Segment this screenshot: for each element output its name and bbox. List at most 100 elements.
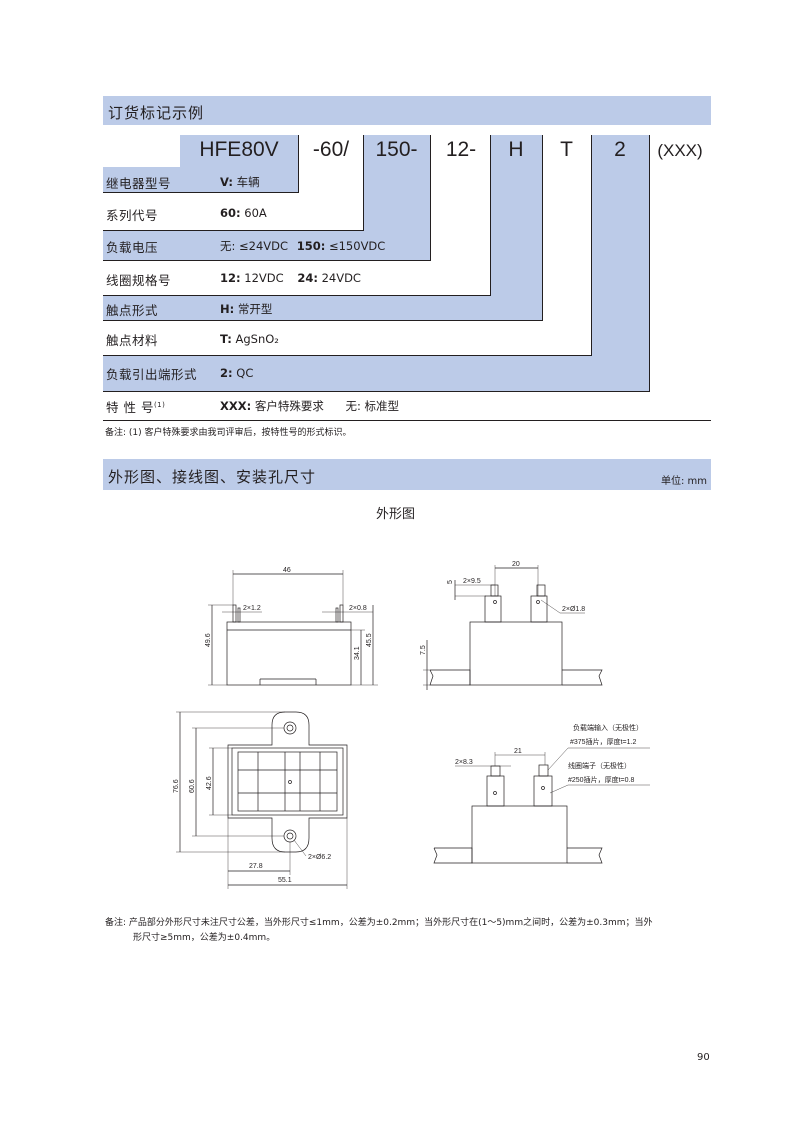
row-label: 继电器型号 bbox=[106, 176, 172, 191]
row-value: 12: 12VDC 24: 24VDC bbox=[220, 271, 361, 285]
dim-label: 60.6 bbox=[189, 779, 196, 793]
row-label: 系列代号 bbox=[106, 208, 159, 223]
code-cell-hfe80v bbox=[180, 135, 298, 167]
dim-label: 27.8 bbox=[249, 863, 263, 870]
row-label: 触点材料 bbox=[106, 333, 159, 348]
section-header-ordering: 订货标记示例 bbox=[103, 96, 711, 125]
value-text: 无: 标准型 bbox=[345, 399, 400, 413]
row-highlight bbox=[103, 355, 649, 391]
dim-label: 21 bbox=[514, 748, 522, 755]
value-key: H: bbox=[220, 302, 235, 316]
divider bbox=[103, 260, 430, 261]
code-segment: 2 bbox=[614, 138, 626, 161]
dim-label: 2×0.8 bbox=[349, 605, 367, 612]
divider bbox=[103, 420, 711, 421]
footnote: 备注: (1) 客户特殊要求由我司评审后，按特性号的形式标识。 bbox=[105, 428, 352, 438]
drawing-caption: 外形图 bbox=[376, 507, 416, 522]
top-view bbox=[176, 711, 348, 889]
dim-label: 46 bbox=[283, 567, 291, 574]
value-key: 2: bbox=[220, 366, 233, 380]
row-label: 特 性 号(1) bbox=[106, 397, 165, 416]
value-text: QC bbox=[236, 366, 254, 380]
tolerance-note: 形尺寸≥5mm，公差为±0.4mm。 bbox=[133, 933, 276, 943]
row-highlight bbox=[103, 295, 542, 320]
dim-label: 7.5 bbox=[420, 645, 427, 655]
value-text: 客户特殊要求 bbox=[254, 399, 324, 413]
section-title: 订货标记示例 bbox=[108, 104, 205, 122]
row-label: 触点形式 bbox=[106, 303, 159, 318]
dim-label: 2×8.3 bbox=[455, 759, 473, 766]
code-segment: T bbox=[560, 138, 573, 161]
callout-label: 负载端输入（无极性） bbox=[573, 723, 643, 732]
divider bbox=[103, 355, 591, 356]
code-segment: -60/ bbox=[312, 138, 350, 161]
row-label: 负载引出端形式 bbox=[106, 367, 198, 382]
callout-label: 线圈端子（无极性） bbox=[568, 761, 631, 770]
dim-label: 2×9.5 bbox=[463, 578, 481, 585]
row-label: 负载电压 bbox=[106, 240, 159, 255]
row-label: 线圈规格号 bbox=[106, 273, 172, 288]
front-view bbox=[208, 570, 378, 686]
code-cell-2 bbox=[591, 135, 649, 391]
divider bbox=[363, 135, 364, 231]
row-value: 60: 60A bbox=[220, 206, 267, 220]
divider bbox=[591, 135, 592, 356]
row-value: T: AgSnO₂ bbox=[220, 332, 279, 346]
row-value: H: 常开型 bbox=[220, 301, 272, 317]
code-segment: 150- bbox=[375, 138, 418, 161]
code-cell-150 bbox=[363, 135, 430, 230]
dim-label: 2×1.2 bbox=[243, 605, 261, 612]
page-number: 90 bbox=[697, 1052, 710, 1063]
value-key: 60: bbox=[220, 206, 241, 220]
divider bbox=[103, 230, 363, 231]
divider bbox=[649, 135, 650, 392]
divider bbox=[430, 135, 431, 261]
value-key: 24: bbox=[297, 271, 318, 285]
dim-label: 2×Ø1.8 bbox=[562, 606, 585, 613]
side-view bbox=[423, 565, 603, 690]
value-key: T: bbox=[220, 332, 232, 346]
dim-label: 76.6 bbox=[173, 779, 180, 793]
dim-label: 42.6 bbox=[206, 776, 213, 790]
value-text: ≤150VDC bbox=[328, 239, 386, 253]
code-segment: H bbox=[508, 138, 524, 161]
divider bbox=[490, 135, 491, 296]
value-key: 150: bbox=[296, 239, 326, 253]
divider bbox=[542, 135, 543, 321]
value-text: AgSnO₂ bbox=[235, 332, 279, 346]
code-segment: HFE80V bbox=[199, 138, 279, 161]
code-segment: 12- bbox=[445, 138, 477, 161]
value-text: 车辆 bbox=[236, 175, 260, 189]
callout-spec: #250插片，厚度t=0.8 bbox=[568, 775, 634, 784]
section-header-dimensions: 外形图、接线图、安装孔尺寸 单位: mm bbox=[103, 459, 711, 490]
dim-label: 34.1 bbox=[354, 646, 361, 660]
value-text: 常开型 bbox=[237, 302, 273, 316]
callout-spec: #375插片，厚度t=1.2 bbox=[570, 737, 636, 746]
dim-label: 49.6 bbox=[205, 633, 212, 647]
divider bbox=[298, 135, 299, 193]
divider bbox=[103, 391, 649, 392]
unit-label: 单位: mm bbox=[660, 476, 707, 487]
row-value: 无: ≤24VDC 150: ≤150VDC bbox=[220, 238, 385, 254]
dim-label: 5 bbox=[447, 580, 454, 584]
code-segment: (XXX) bbox=[657, 141, 703, 160]
section-title: 外形图、接线图、安装孔尺寸 bbox=[108, 468, 317, 486]
value-text: 24VDC bbox=[321, 271, 361, 285]
dim-label: 45.5 bbox=[366, 633, 373, 647]
value-key: V: bbox=[220, 175, 233, 189]
footnote-mark: (1) bbox=[153, 400, 166, 409]
value-key: 12: bbox=[220, 271, 241, 285]
row-value: 2: QC bbox=[220, 366, 253, 380]
divider bbox=[103, 295, 490, 296]
row-value: XXX: 客户特殊要求 无: 标准型 bbox=[220, 398, 399, 414]
terminal-view bbox=[433, 747, 650, 864]
dim-label: 20 bbox=[512, 561, 520, 568]
value-text: 无: ≤24VDC bbox=[220, 239, 289, 253]
dim-label: 2×Ø6.2 bbox=[308, 854, 331, 861]
value-text: 12VDC bbox=[244, 271, 284, 285]
row-label-text: 特 性 号 bbox=[106, 400, 154, 415]
value-key: XXX: bbox=[220, 399, 252, 413]
divider bbox=[103, 320, 542, 321]
code-cell-h bbox=[490, 135, 542, 295]
